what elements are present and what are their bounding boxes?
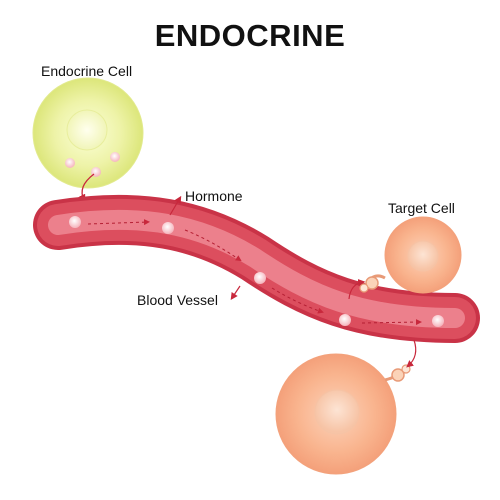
hormone-pointer bbox=[169, 195, 182, 216]
diagram-title: ENDOCRINE bbox=[154, 18, 346, 53]
target-cell-large bbox=[275, 353, 411, 475]
binding-arrow-bottom bbox=[406, 339, 417, 368]
blood-vessel bbox=[33, 194, 480, 343]
flow-arrow bbox=[87, 219, 150, 226]
hormone-in-vessel bbox=[69, 216, 81, 228]
hormone-vesicle bbox=[110, 152, 120, 162]
hormone-vesicle bbox=[65, 158, 75, 168]
endocrine-cell bbox=[32, 77, 144, 189]
hormone-in-vessel bbox=[162, 222, 174, 234]
hormone-in-vessel bbox=[432, 315, 444, 327]
hormone-in-vessel bbox=[254, 272, 266, 284]
flow-arrow bbox=[184, 229, 242, 262]
receptor bbox=[359, 274, 386, 293]
target-cell-small bbox=[359, 216, 462, 294]
endocrine-nucleus bbox=[66, 109, 108, 151]
flow-arrow bbox=[361, 319, 422, 326]
binding-arrow-top bbox=[348, 279, 366, 300]
label-endocrine-cell: Endocrine Cell bbox=[41, 63, 133, 79]
receptor bbox=[384, 364, 411, 382]
flow-arrow bbox=[271, 287, 324, 314]
label-hormone: Hormone bbox=[185, 188, 243, 204]
blood-vessel-pointer bbox=[230, 285, 241, 300]
label-target-cell: Target Cell bbox=[388, 200, 455, 216]
target-nucleus bbox=[314, 389, 360, 435]
label-blood-vessel: Blood Vessel bbox=[137, 292, 218, 308]
hormone-in-vessel bbox=[339, 314, 351, 326]
target-nucleus bbox=[407, 240, 439, 272]
